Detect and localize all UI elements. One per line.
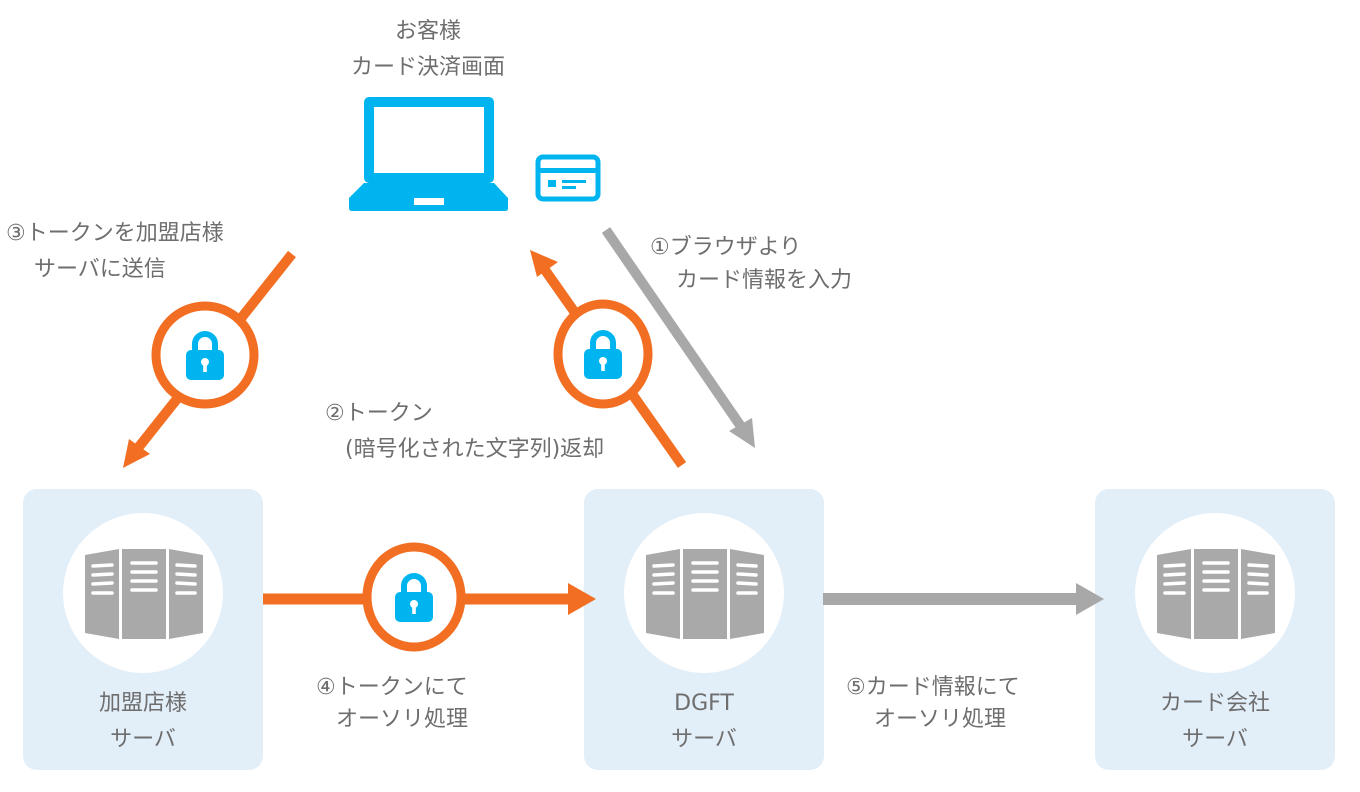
step4-label-line1: ④トークンにて [316, 675, 468, 700]
server-box-dgft: DGFT サーバ [584, 489, 824, 770]
arrow-step5 [823, 583, 1104, 615]
customer-label-line2: カード決済画面 [351, 55, 505, 80]
lock-badge [553, 299, 653, 409]
arrow-step3 [123, 250, 296, 468]
customer-label-line1: お客様 [395, 19, 461, 44]
step5-label-line1: ⑤カード情報にて [846, 675, 1020, 700]
lock-badge [362, 542, 466, 652]
server-box-card-company: カード会社 サーバ [1095, 489, 1335, 770]
server-label-line2: サーバ [110, 727, 176, 752]
lock-badge [151, 301, 259, 409]
server-label-line1: カード会社 [1160, 691, 1270, 716]
step4-label-line2: オーソリ処理 [336, 707, 468, 732]
server-label-line1: 加盟店様 [99, 691, 187, 716]
server-box-merchant: 加盟店様 サーバ [23, 489, 263, 770]
step2-label-line1: ②トークン [325, 401, 433, 426]
server-label-line2: サーバ [671, 727, 737, 752]
server-icon [83, 547, 205, 641]
step5-label-line2: オーソリ処理 [874, 707, 1006, 732]
server-icon [1155, 547, 1277, 641]
arrow-step2 [530, 250, 687, 468]
server-icon [644, 547, 766, 641]
credit-card-icon [535, 154, 601, 202]
laptop-icon [349, 97, 508, 211]
step3-label-line2: サーバに送信 [34, 257, 166, 282]
step1-label-line1: ①ブラウザより [650, 235, 801, 260]
server-label-line1: DGFT [674, 691, 734, 716]
step2-label-line2: (暗号化された文字列)返却 [345, 437, 604, 462]
arrow-step4 [263, 542, 596, 652]
arrow-step1 [601, 227, 755, 448]
step1-label-line2: カード情報を入力 [676, 268, 852, 293]
step3-label-line1: ③トークンを加盟店様 [6, 221, 224, 246]
customer-terminal: お客様 カード決済画面 [349, 19, 601, 211]
server-label-line2: サーバ [1182, 727, 1248, 752]
